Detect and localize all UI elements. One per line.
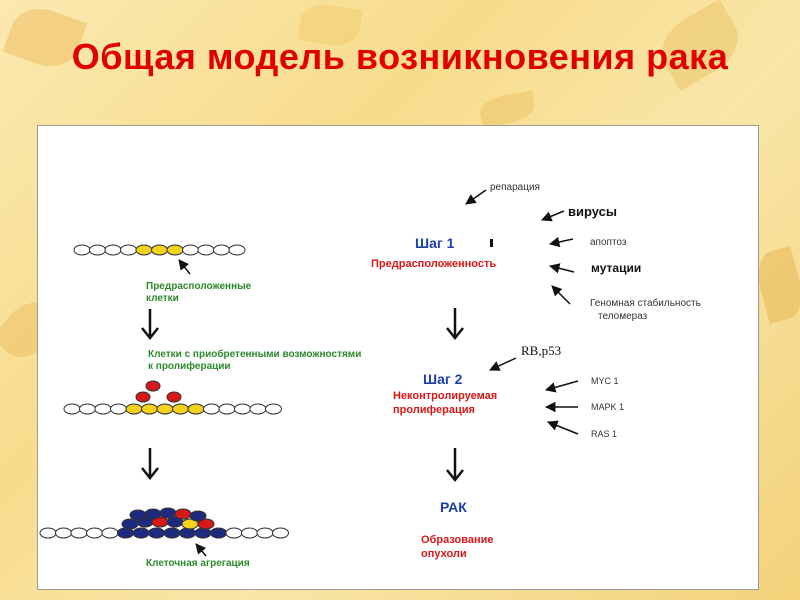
- cell: [210, 527, 227, 539]
- step2-subtitle-line1: Неконтролируемая: [393, 390, 497, 402]
- cell: [172, 403, 189, 415]
- cell: [94, 403, 112, 415]
- diagram-canvas: Предрасположенные клетки Клетки с приобр…: [39, 182, 701, 569]
- factor-apoptosis: апоптоз: [590, 237, 627, 248]
- result-subtitle-line1: Образование: [421, 534, 494, 546]
- step2-subtitle-line2: пролиферация: [393, 404, 475, 416]
- cell: [179, 527, 196, 539]
- cell: [182, 244, 199, 256]
- cell: [89, 244, 106, 256]
- cell: [256, 527, 274, 539]
- cell: [249, 403, 267, 415]
- cell: [159, 507, 177, 519]
- cell: [135, 244, 153, 256]
- cell: [132, 527, 150, 539]
- cell: [145, 380, 161, 392]
- cell: [120, 244, 137, 256]
- factor-genome-line1: Геномная стабильность: [590, 297, 701, 309]
- predisposed-cell-row: [73, 244, 246, 256]
- step1-title: Шаг 1: [415, 235, 455, 251]
- cell: [129, 509, 147, 521]
- cell: [104, 244, 122, 256]
- factor-mapk: MAPK 1: [591, 402, 624, 412]
- cell: [63, 403, 81, 415]
- cell: [189, 510, 207, 522]
- cell: [151, 244, 168, 256]
- factor-arrow: [541, 210, 565, 222]
- predisposed-label-line2: клетки: [146, 293, 179, 304]
- cell: [55, 527, 72, 539]
- acquired-label-line1: Клетки с приобретенными возможностями: [148, 348, 361, 360]
- factor-rb-p53: RB,p53: [521, 343, 561, 358]
- cell: [213, 244, 230, 256]
- aggregation-cell-cluster: [39, 507, 289, 539]
- cell: [70, 527, 88, 539]
- cell: [265, 403, 282, 415]
- cell: [225, 527, 243, 539]
- cell: [135, 391, 151, 403]
- cell: [194, 527, 212, 539]
- factor-arrow: [489, 357, 517, 371]
- cell: [197, 518, 215, 530]
- factor-genome-line2: теломераз: [598, 311, 648, 322]
- cell: [187, 403, 205, 415]
- factor-repair: репарация: [490, 182, 540, 193]
- cell: [163, 527, 181, 539]
- factor-arrow: [548, 263, 575, 274]
- factor-myc: MYC 1: [591, 376, 619, 386]
- cell: [101, 527, 119, 539]
- cell: [218, 403, 236, 415]
- factor-ras: RAS 1: [591, 429, 617, 439]
- down-arrow: [446, 448, 464, 483]
- cell: [234, 403, 251, 415]
- factor-arrow: [551, 285, 571, 305]
- cell: [144, 508, 162, 520]
- cell: [197, 244, 215, 256]
- factor-arrow: [548, 236, 574, 248]
- cell: [166, 244, 184, 256]
- factor-viruses: вирусы: [568, 204, 617, 219]
- factor-arrow: [547, 420, 579, 435]
- down-arrow: [141, 309, 159, 341]
- cell: [228, 244, 246, 256]
- acquired-cell-row: [63, 380, 282, 415]
- cell: [141, 403, 158, 415]
- aggregation-label: Клеточная агрегация: [146, 558, 250, 569]
- predisposed-label-line1: Предрасположенные: [146, 281, 252, 292]
- step2-title: Шаг 2: [423, 371, 463, 387]
- result-subtitle-line2: опухоли: [421, 548, 467, 560]
- cell: [117, 527, 134, 539]
- acquired-label-line2: к пролиферации: [148, 360, 231, 372]
- slide-title: Общая модель возникновения рака: [71, 36, 729, 77]
- cell: [148, 527, 165, 539]
- cell: [156, 403, 174, 415]
- cell: [121, 518, 139, 530]
- result-title: РАК: [440, 499, 467, 515]
- cell: [86, 527, 103, 539]
- diagram-frame: Предрасположенные клетки Клетки с приобр…: [37, 125, 759, 590]
- factor-arrow: [544, 380, 579, 393]
- factor-arrow: [465, 189, 487, 205]
- cell: [79, 403, 96, 415]
- cell: [39, 527, 57, 539]
- leaf-decoration: [477, 90, 538, 128]
- marker-bar: [490, 239, 493, 247]
- mutations-box: [584, 258, 659, 278]
- cell: [166, 391, 182, 403]
- cell: [73, 244, 91, 256]
- factor-mutations: мутации: [591, 261, 641, 275]
- cell: [110, 403, 127, 415]
- down-arrow: [141, 448, 159, 481]
- cell: [174, 508, 192, 520]
- down-arrow: [446, 308, 464, 341]
- step1-subtitle: Предрасположенность: [371, 258, 496, 270]
- cell: [203, 403, 220, 415]
- cell: [241, 527, 258, 539]
- cell: [272, 527, 289, 539]
- cell: [125, 403, 143, 415]
- pointer-arrow: [195, 543, 207, 557]
- pointer-arrow: [178, 259, 191, 275]
